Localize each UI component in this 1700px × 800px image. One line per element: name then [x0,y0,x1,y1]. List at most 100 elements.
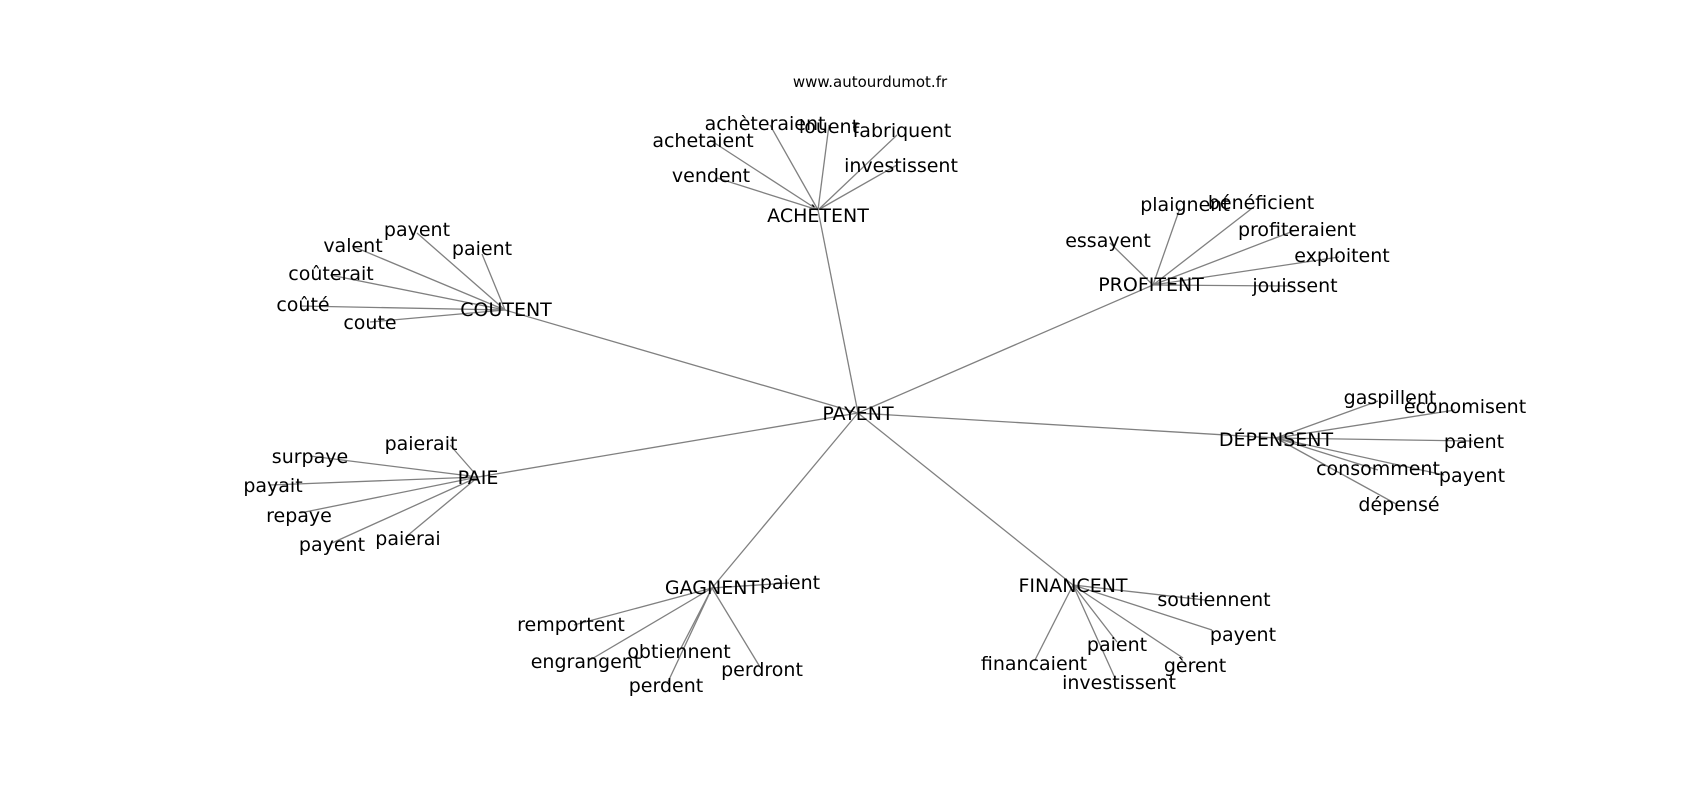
edge-hub-word [1109,242,1154,286]
edge-hub-word [716,177,819,211]
edge-hub-word [1152,284,1293,287]
edge-hub-word [711,582,790,589]
word-node: valent [323,235,382,257]
edge-hub-word [481,253,506,311]
edge-hub-word [331,476,479,544]
edge-hub-word [1072,584,1116,679]
word-node: profiteraient [1238,219,1356,241]
site-credit: www.autourdumot.fr [793,73,948,91]
word-node: investissent [844,155,958,177]
edge-hub-word [299,476,479,514]
hub-node: COUTENT [460,299,552,321]
word-node: gèrent [1164,655,1226,677]
edge-hub-word [416,232,506,311]
hub-node: DÉPENSENT [1219,428,1334,451]
word-node: gaspillent [1344,387,1437,409]
word-node: payent [1210,624,1276,646]
edge-hub-word [666,587,713,685]
edge-center-hub [504,309,859,414]
edge-hub-word [769,124,819,211]
word-node: remportent [517,614,625,636]
word-node: fabriquent [853,120,952,142]
hub-node: PAIE [458,467,499,489]
edge-center-hub [477,412,859,478]
edge-hub-word [269,476,479,486]
edge-hub-word [589,587,713,661]
word-node: perdront [721,659,803,681]
word-node: obtiennent [627,641,730,663]
edge-center-hub [857,284,1154,414]
word-node: paierai [375,528,440,550]
word-node: payent [384,219,450,241]
word-node: dépensé [1358,494,1439,516]
edge-hub-word [351,245,506,311]
word-node: paient [1087,634,1147,656]
edge-hub-word [299,305,506,311]
word-node: essayent [1065,230,1151,252]
edge-hub-word [1072,584,1184,659]
word-node: coûterait [288,263,373,285]
word-node: investissent [1062,672,1176,694]
word-node: paient [1444,431,1504,453]
edge-hub-word [1275,437,1399,506]
edge-hub-word [1275,409,1456,439]
labels: www.autourdumot.fr PAYENT ACHÈTENT achète… [243,73,1526,697]
hub-node: ACHÈTENT [767,204,869,227]
word-node: payait [243,475,302,497]
word-node: achèteraient [705,113,826,135]
edge-hub-word [711,587,761,668]
edge-hub-word [1275,437,1474,442]
word-node: exploitent [1294,245,1389,267]
edge-hub-word [1152,256,1340,286]
edge-hub-word [369,309,506,323]
word-node: paient [452,238,512,260]
edge-hub-word [573,587,713,626]
word-node: consomment [1316,458,1440,480]
edge-center-hub [711,412,859,589]
edge-hub-word [709,139,819,211]
word-node: payent [1439,465,1505,487]
hub-node: FINANCENT [1018,575,1127,597]
word-node: financaient [981,653,1087,675]
word-node: paient [760,572,820,594]
edge-hub-word [1275,437,1445,476]
word-node: achetaient [652,130,753,152]
word-node: bénéficient [1208,192,1314,214]
edge-hub-word [1275,437,1379,471]
word-node: vendent [672,165,750,187]
word-node: louent [799,116,859,138]
edge-hub-word [1072,584,1213,631]
edge-hub-word [817,164,898,211]
edge-hub-word [449,444,479,478]
center-node: PAYENT [822,403,894,425]
word-node: coûté [276,294,329,316]
edge-hub-word [1152,207,1181,286]
word-node: économisent [1404,396,1526,418]
edge-hub-word [1034,584,1074,661]
word-node: soutiennent [1157,589,1270,611]
word-node: paierait [385,433,458,455]
edge-hub-word [1152,205,1256,286]
edge-hub-word [1275,400,1379,439]
edge-center-hub [857,412,1074,586]
edge-hub-word [309,455,479,478]
word-node: engrangent [531,651,642,673]
edge-hub-word [817,124,830,211]
hub-node: PROFITENT [1098,274,1204,296]
word-node: plaignent [1140,194,1230,216]
edge-hub-word [1072,584,1118,643]
edge-hub-word [406,476,479,537]
word-node: perdent [629,675,703,697]
edges [269,124,1474,685]
edge-center-hub [817,209,859,414]
word-node: payent [299,534,365,556]
word-node: coute [343,312,396,334]
edge-hub-word [329,274,506,311]
word-node: jouissent [1251,275,1337,297]
hub-node: GAGNENT [665,577,760,599]
word-node: surpaye [272,446,348,468]
edge-center-hub [857,412,1277,439]
edge-hub-word [1152,229,1297,286]
edge-hub-word [817,134,898,211]
